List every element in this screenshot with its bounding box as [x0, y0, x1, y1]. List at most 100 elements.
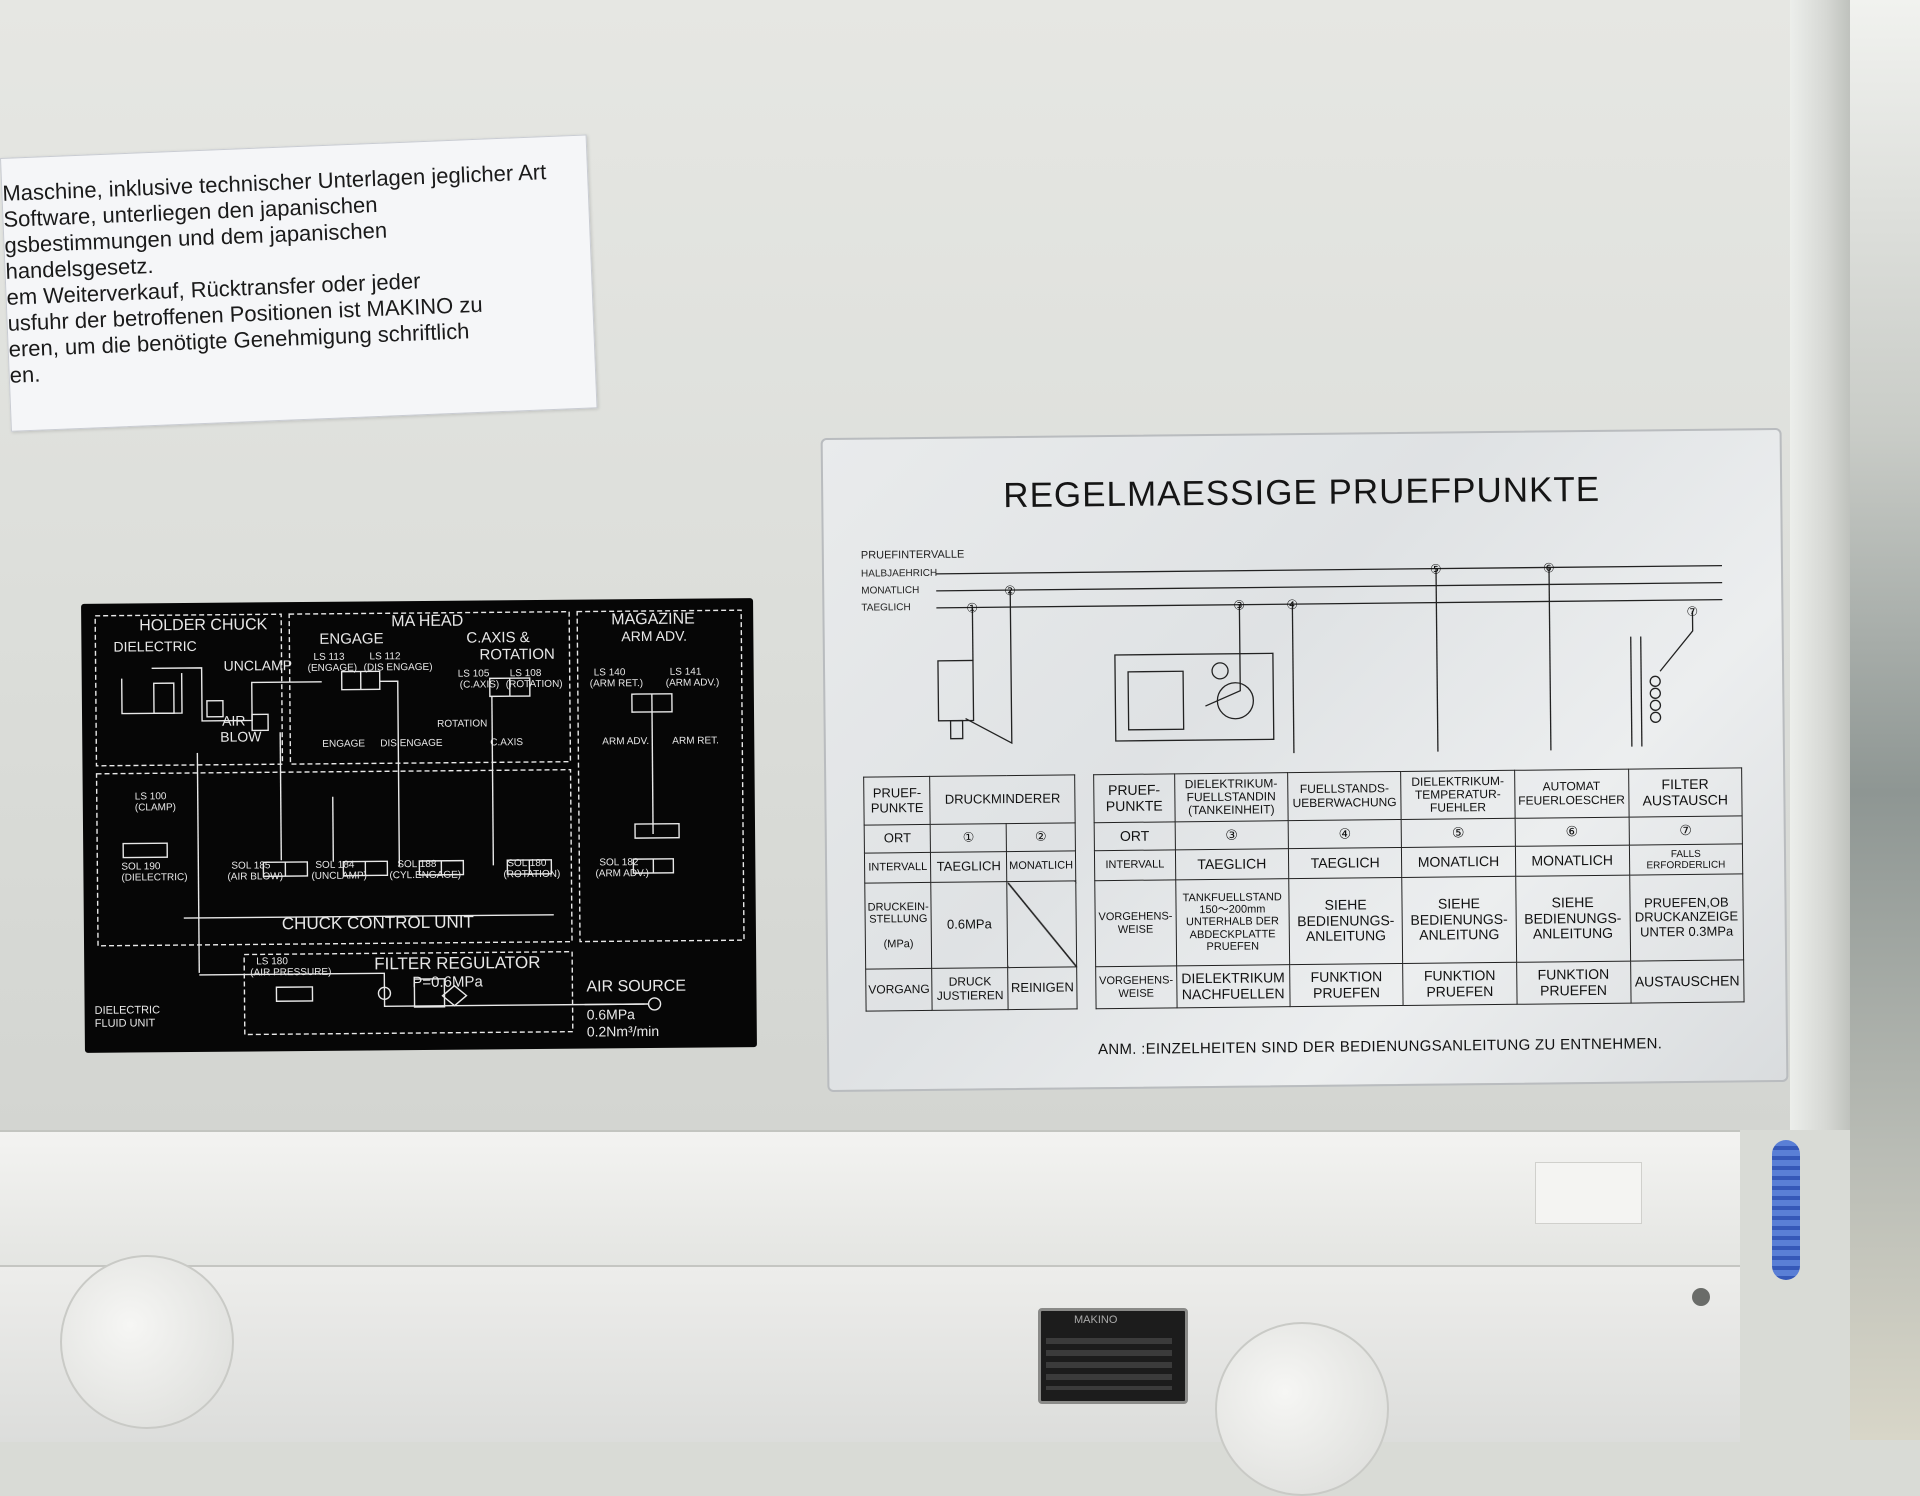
round-cover-right [1215, 1322, 1389, 1496]
lbl-ls180-sub: (AIR PRESSURE) [250, 967, 331, 979]
rt-weise-2: SIEHE BEDIENUNGS-ANLEITUNG [1289, 877, 1403, 964]
lbl-ls100-sub: (CLAMP) [135, 802, 176, 813]
sec-air-source: AIR SOURCE [586, 978, 686, 996]
inspection-points-plate: REGELMAESSIGE PRUEFPUNKTE PRUEFINTERVALL… [821, 428, 1789, 1092]
warning-line: en. [9, 362, 41, 389]
rt-vorgehens-2: VORGEHENS-WEISE [1096, 966, 1177, 1009]
sec-p-value: P=0.6MPa [412, 973, 483, 991]
rt-ort-4: ⑥ [1515, 817, 1629, 846]
marker-1: ① [966, 601, 978, 616]
nameplate-lines [1046, 1338, 1172, 1390]
lt-header-a: PRUEF-PUNKTE [864, 776, 931, 825]
lbl-ls105: LS 105 [458, 668, 490, 679]
sec-air: AIR [222, 713, 245, 729]
rt-head-1: DIELEKTRIKUM-FUELLSTANDIN (TANKEINHEIT) [1174, 773, 1288, 822]
lt-int-2: MONATLICH [1006, 851, 1075, 882]
rt-ort-3: ⑤ [1401, 818, 1515, 847]
rt-vorgehens: VORGEHENS-WEISE [1095, 880, 1177, 967]
blue-hose [1772, 1140, 1800, 1280]
rt-header-a: PRUEF-PUNKTE [1094, 774, 1175, 823]
lbl-sol182: SOL 182 [599, 857, 639, 868]
sec-chuck-control-unit: CHUCK CONTROL UNIT [282, 913, 474, 934]
sec-dfu-1: DIELECTRIC [95, 1004, 161, 1017]
lbl-dis-engage: DIS ENGAGE [380, 738, 443, 750]
lbl-sol188: SOL 188 [397, 859, 437, 870]
marker-7: ⑦ [1686, 605, 1698, 620]
lt-int-1: TAEGLICH [931, 852, 1007, 883]
rt-ort-2: ④ [1288, 819, 1402, 848]
rt-vorgang-3: FUNKTION PRUEFEN [1403, 962, 1517, 1005]
rt-vorgang-2: FUNKTION PRUEFEN [1290, 963, 1404, 1006]
marker-2: ② [1004, 584, 1016, 599]
plate-note: ANM. :EINZELHEITEN SIND DER BEDIENUNGSAN… [1098, 1035, 1662, 1058]
lower-panel-bottom [0, 1265, 1740, 1442]
lbl-ls113-sub: (ENGAGE) [308, 663, 358, 674]
rt-ort-1: ③ [1175, 821, 1289, 850]
rt-head-2: FUELLSTANDS-UEBERWACHUNG [1288, 771, 1402, 820]
marker-5: ⑤ [1430, 563, 1442, 578]
lbl-rotation: ROTATION [437, 718, 487, 729]
lbl-ls141: LS 141 [670, 667, 702, 678]
lbl-arm-ret: ARM RET. [672, 735, 719, 746]
lt-druck-empty [1007, 881, 1077, 968]
sec-src-flow: 0.2Nm³/min [587, 1023, 659, 1040]
lbl-ls108-sub: (ROTATION) [506, 679, 563, 690]
lbl-sol190: SOL 190 [121, 861, 161, 872]
sec-ma-head: MA HEAD [391, 613, 463, 631]
rt-int-4: MONATLICH [1515, 845, 1629, 876]
lbl-sol180: SOL 180 [507, 858, 547, 869]
lt-druck-val: 0.6MPa [931, 882, 1008, 969]
lbl-ls113: LS 113 [313, 652, 344, 663]
lbl-ls140-sub: (ARM RET.) [590, 678, 643, 689]
pressure-regulator-table: PRUEF-PUNKTE DRUCKMINDERER ORT ① ② INTER… [863, 774, 1077, 1011]
lt-druck-unit: (MPa) [884, 938, 914, 950]
interval-diagram: ① ② ③ ④ ⑤ ⑥ ⑦ [823, 430, 1784, 780]
lbl-c-axis2: C.AXIS [490, 737, 523, 748]
sec-rotation: ROTATION [479, 646, 554, 664]
lbl-ls112-sub: (DIS ENGAGE) [364, 662, 433, 674]
rt-int-3: MONATLICH [1402, 846, 1516, 877]
sec-magazine: MAGAZINE [611, 611, 695, 629]
lt-ort-2: ② [1006, 823, 1075, 852]
lbl-arm-adv2: ARM ADV. [602, 736, 649, 747]
lt-header-b: DRUCKMINDERER [930, 775, 1075, 825]
rt-vorgang-5: AUSTAUSCHEN [1630, 960, 1744, 1003]
rt-weise-5: PRUEFEN,OB DRUCKANZEIGE UNTER 0.3MPa [1629, 874, 1743, 961]
rt-weise-4: SIEHE BEDIENUNGS-ANLEITUNG [1515, 875, 1630, 962]
lt-druck-label: DRUCKEIN-STELLUNG [868, 901, 929, 926]
rt-head-4: AUTOMAT FEUERLOESCHER [1514, 769, 1629, 818]
rt-vorgang-4: FUNKTION PRUEFEN [1516, 961, 1630, 1004]
rt-intervall: INTERVALL [1094, 850, 1175, 881]
rt-int-5: FALLS ERFORDERLICH [1629, 844, 1743, 875]
lbl-engage2: ENGAGE [322, 738, 365, 749]
lbl-sol185: SOL 185 [231, 860, 271, 871]
workshop-background [1850, 0, 1920, 1440]
lt-vorgang-1: DRUCK JUSTIEREN [932, 968, 1008, 1011]
marker-4: ④ [1286, 598, 1298, 613]
rt-int-1: TAEGLICH [1175, 849, 1289, 880]
lbl-ls100: LS 100 [135, 791, 167, 802]
lbl-ls140: LS 140 [594, 667, 626, 678]
lbl-ls105-sub: (C.AXIS) [460, 679, 500, 690]
sec-holder-chuck: HOLDER CHUCK [139, 616, 267, 634]
lbl-sol185-sub: (AIR BLOW) [227, 871, 283, 882]
sec-dfu-2: FLUID UNIT [95, 1017, 156, 1030]
marker-6: ⑥ [1543, 561, 1555, 576]
lbl-ls108: LS 108 [510, 668, 542, 679]
round-cover-left [60, 1255, 234, 1429]
rt-head-5: FILTER AUSTAUSCH [1628, 768, 1742, 817]
screw-icon [1692, 1288, 1710, 1306]
lbl-sol190-sub: (DIELECTRIC) [121, 872, 187, 884]
sec-engage: ENGAGE [319, 630, 383, 648]
nameplate-brand: MAKINO [1074, 1314, 1144, 1330]
lbl-ls141-sub: (ARM ADV.) [666, 677, 720, 688]
lt-ort-1: ① [930, 824, 1006, 853]
lt-druck: DRUCKEIN-STELLUNG (MPa) [865, 882, 932, 969]
sec-arm-adv: ARM ADV. [621, 628, 687, 645]
inspection-points-table: PRUEF-PUNKTE DIELEKTRIKUM-FUELLSTANDIN (… [1093, 767, 1744, 1009]
pneumatic-schematic-plate: HOLDER CHUCK MA HEAD MAGAZINE ARM ADV. E… [81, 598, 757, 1053]
lbl-ls180: LS 180 [256, 956, 288, 967]
lbl-sol184-sub: (UNCLAMP) [311, 870, 367, 881]
lt-intervall: INTERVALL [864, 852, 931, 883]
sec-blow: BLOW [220, 728, 262, 744]
